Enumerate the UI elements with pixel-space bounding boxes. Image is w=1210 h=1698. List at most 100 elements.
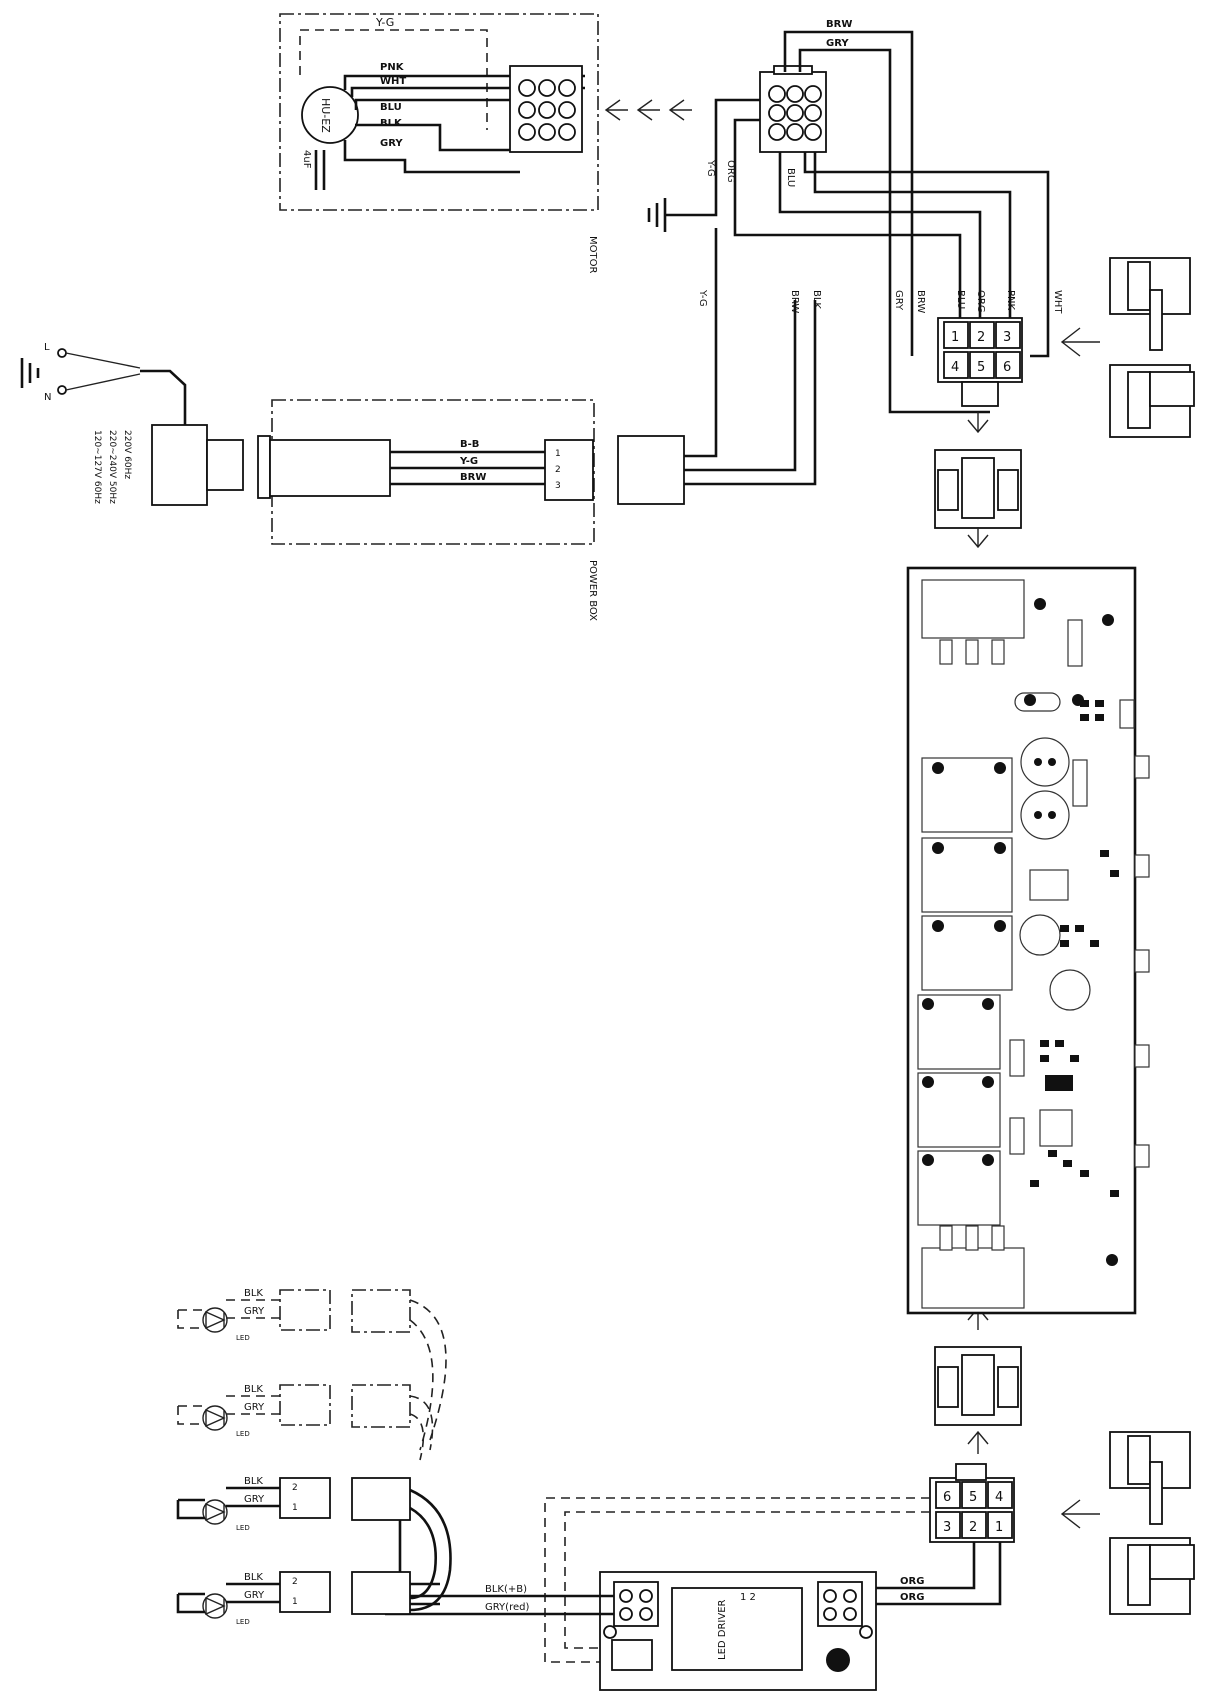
connector9-latch — [773, 65, 813, 75]
arrow-icon — [1060, 1499, 1100, 1529]
power-ground-trunk — [684, 228, 718, 458]
power-mate-connector-icon — [617, 435, 685, 505]
wire-org — [733, 118, 962, 330]
wire-brw — [783, 30, 914, 356]
lamp-wire-label: GRY — [244, 1494, 265, 1505]
driver-out-label: BLK(+B) — [485, 1584, 527, 1595]
lamp-wire-label: BLK — [244, 1384, 263, 1395]
lamp-wire-label: GRY — [244, 1306, 265, 1317]
power-plug-body — [151, 424, 208, 506]
driver-out-label: GRY(red) — [485, 1602, 529, 1613]
inlet-housing — [269, 439, 391, 497]
power-wire-label: B-B — [460, 439, 479, 450]
voltage-label: 220~240V 50Hz — [107, 430, 117, 504]
pcb-header-top — [921, 579, 1025, 639]
trunk-labels: BRW BLK GRY BRW BLU ORG PNK WHT — [789, 290, 1063, 314]
airflow-arrows — [604, 99, 692, 121]
connector6-top-pin: 1 — [951, 330, 959, 345]
motor-wire-label: PNK — [380, 62, 405, 73]
mate-connector-bottom — [934, 1306, 1022, 1454]
lamp-wire-label: BLK — [244, 1572, 263, 1583]
pcb-smd-parts — [1030, 700, 1119, 1197]
lamp-wire-label: BLK — [244, 1288, 263, 1299]
connector6-bottom-latch — [955, 1463, 987, 1481]
arrow-icon — [668, 99, 692, 121]
driver-side-label: LED DRIVER — [717, 1599, 728, 1660]
arrow-icon — [967, 527, 989, 549]
lamp-icon — [202, 1499, 228, 1525]
arrow-icon — [967, 1430, 989, 1454]
arrow-icon — [604, 99, 628, 121]
motor-box-label: MOTOR — [587, 236, 598, 273]
lamp-pin-label: 1 — [292, 1503, 298, 1513]
lamp-wire-label: GRY — [244, 1590, 265, 1601]
connector6-bottom-pin: 3 — [943, 1520, 951, 1535]
connector6-bottom-section: 6 5 4 3 2 1 ORG ORG — [544, 1463, 1100, 1663]
motor-ground-wire — [299, 29, 488, 130]
lamp-3: 2 1 BLK GRY LED — [176, 1476, 452, 1612]
trunk-label: BLK — [811, 290, 822, 309]
power-trunk — [684, 300, 797, 472]
connector9-side-label: BLU — [785, 168, 796, 187]
connector9-top-label: GRY — [826, 38, 849, 49]
lamp-pin-label: 2 — [292, 1483, 298, 1493]
connector6-top-pin: 2 — [977, 330, 985, 345]
lamp-group: BLK GRY LED BLK GRY LED 2 1 — [176, 1288, 452, 1626]
power-wire-label: BRW — [460, 472, 486, 483]
inlet-icon — [257, 435, 271, 499]
plug-icon — [20, 348, 141, 395]
motor-wire-label: WHT — [380, 76, 406, 87]
capacitor-label: 4uF — [301, 150, 312, 169]
connector6-top-pin: 3 — [1003, 330, 1011, 345]
voltage-label: 120~127V 60Hz — [92, 430, 102, 504]
plug-pin-label: N — [44, 392, 51, 403]
connector6-top-section: 1 2 3 4 5 6 — [937, 317, 1100, 407]
power-trunk — [684, 300, 817, 486]
connector6-bottom-pin: 6 — [943, 1490, 951, 1505]
power-connector-icon — [544, 439, 594, 501]
lamp-wire-label: GRY — [244, 1402, 265, 1413]
connector9-side-label: Y-G — [705, 159, 716, 177]
lamp-icon — [202, 1307, 228, 1333]
clip-top-icon — [1109, 257, 1195, 438]
power-pin-label: 1 — [555, 449, 561, 459]
wire-org — [838, 1542, 976, 1590]
lamp-tag: LED — [236, 1524, 250, 1532]
motor-wire — [343, 74, 585, 90]
clip-bottom-icon — [1109, 1431, 1195, 1615]
connector6-top-pin: 5 — [977, 360, 985, 375]
motor-wire — [355, 123, 520, 152]
connector6-top-pin: 6 — [1003, 360, 1011, 375]
lamp-icon — [202, 1593, 228, 1619]
connector6-bottom-pin: 4 — [995, 1490, 1003, 1505]
trunk-label: BLU — [955, 290, 966, 309]
motor-box — [279, 13, 599, 211]
connector6-bottom-pin: 1 — [995, 1520, 1003, 1535]
connector9-top-label: BRW — [826, 19, 852, 30]
power-pin-label: 3 — [555, 481, 561, 491]
power-cord — [140, 369, 187, 430]
ground-wire-label: Y-G — [697, 289, 708, 307]
lamp-pin-label: 2 — [292, 1577, 298, 1587]
lamp-4: 2 1 BLK GRY LED — [176, 1571, 440, 1626]
lamp-tag: LED — [236, 1334, 250, 1342]
motor-wire — [350, 86, 585, 97]
connector6-top-latch — [961, 381, 999, 407]
voltage-label: 220V 60Hz — [122, 430, 132, 479]
motor-section: MOTOR Y-G HU-EZ 4uF PNK WHT BLU BLK GRY — [279, 13, 599, 273]
driver-in-label: ORG — [900, 1592, 924, 1603]
lamp-1: BLK GRY LED — [177, 1288, 447, 1451]
harness-dashed — [544, 1497, 930, 1663]
wire-blu — [778, 152, 982, 330]
wire-gry — [798, 48, 990, 414]
power-plug-head — [206, 439, 244, 491]
trunk-label: BRW — [915, 290, 926, 313]
lamp-wire-label: BLK — [244, 1476, 263, 1487]
motor-connector-pins — [518, 79, 576, 141]
pcb-header-bottom — [921, 1247, 1025, 1309]
motor-ground-label: Y-G — [375, 16, 394, 29]
power-section: POWER BOX L N 120~127V 60Hz 220~240V 50H… — [20, 228, 817, 621]
connector9-pins — [768, 85, 822, 141]
trunk-label: GRY — [893, 290, 904, 311]
